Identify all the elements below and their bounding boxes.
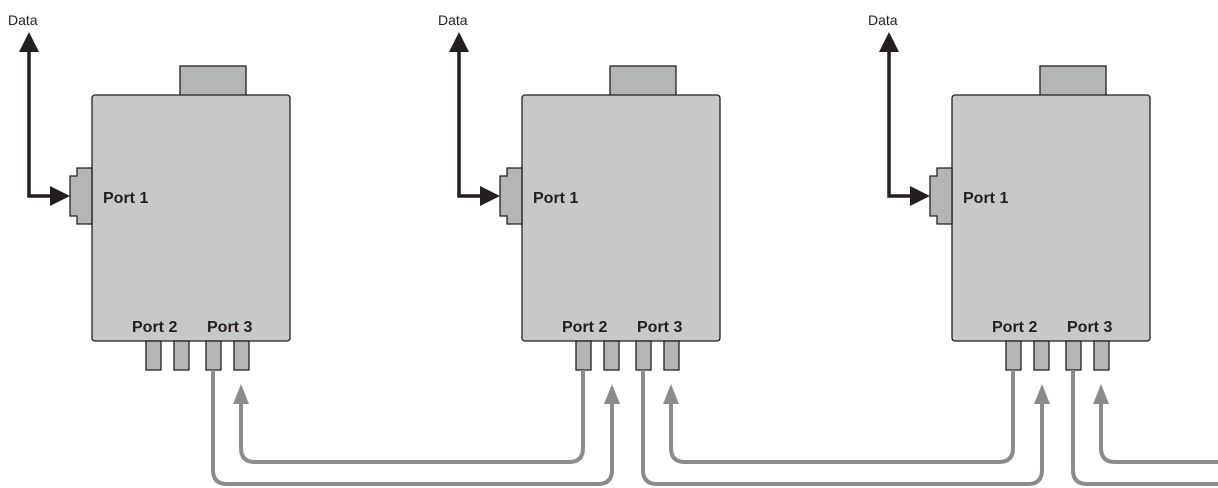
device-1-top-connector: [179, 65, 247, 97]
device-2-port-2-plug-b: [603, 340, 620, 371]
device-1-port-3-plug-b: [233, 340, 250, 371]
device-1-data-arrowhead-up: [19, 32, 39, 52]
device-2-port-1-connector: [499, 167, 523, 225]
cable-d2p2-to-d1p3-inner: [239, 370, 585, 464]
cable-d3p3-incoming: [1099, 402, 1218, 464]
device-1-body: [91, 94, 291, 342]
device-2-data-label: Data: [438, 12, 468, 28]
device-1-port-2-plug-a: [145, 340, 162, 371]
device-3-body: [951, 94, 1151, 342]
device-2-port-2-plug-a: [575, 340, 592, 371]
cable-d3p2-to-d2p3-inner-arrowhead: [663, 384, 679, 404]
device-3-data-arrowhead-right: [910, 186, 930, 206]
device-2-port-3-plug-b: [663, 340, 680, 371]
cable-d2p3-to-d3p2-outer-arrowhead: [1034, 384, 1050, 404]
device-3-port-2-plug-b: [1033, 340, 1050, 371]
cable-d3p2-to-d2p3-inner: [669, 370, 1015, 464]
device-2-top-connector: [609, 65, 677, 97]
device-3-port-1-connector: [929, 167, 953, 225]
device-3-data-label: Data: [868, 12, 898, 28]
device-3-port-3-plug-a: [1065, 340, 1082, 371]
device-3-port-2-label: Port 2: [992, 319, 1037, 336]
device-3-top-connector: [1039, 65, 1107, 97]
device-3-data-arrowhead-up: [879, 32, 899, 52]
device-2-port-2-label: Port 2: [562, 319, 607, 336]
device-3-port-2-plug-a: [1005, 340, 1022, 371]
device-1-port-1-connector: [69, 167, 93, 225]
device-2-data-arrowhead-right: [480, 186, 500, 206]
device-3-port-3-plug-b: [1093, 340, 1110, 371]
device-1-port-3-label: Port 3: [207, 319, 252, 336]
device-3-port-1-label: Port 1: [963, 190, 1008, 207]
device-3-port-3-label: Port 3: [1067, 319, 1112, 336]
device-1-port-2-label: Port 2: [132, 319, 177, 336]
device-2: Port 1 Port 2 Port 3 Data: [438, 12, 721, 371]
cable-d3p3-outgoing: [1071, 370, 1218, 486]
device-1-data-label: Data: [8, 12, 38, 28]
device-1: Port 1 Port 2 Port 3 Data: [8, 12, 291, 371]
cable-d2p2-to-d1p3-inner-arrowhead: [233, 384, 249, 404]
device-2-port-1-label: Port 1: [533, 190, 578, 207]
device-1-data-arrowhead-right: [50, 186, 70, 206]
device-2-data-arrowhead-up: [449, 32, 469, 52]
device-3: Port 1 Port 2 Port 3 Data: [868, 12, 1151, 371]
device-2-port-3-plug-a: [635, 340, 652, 371]
cable-d1p3-to-d2p2-outer: [211, 370, 614, 486]
device-2-port-3-label: Port 3: [637, 319, 682, 336]
device-1-port-2-plug-b: [173, 340, 190, 371]
cable-d2p3-to-d3p2-outer: [641, 370, 1044, 486]
cable-d3p3-incoming-arrowhead: [1093, 384, 1109, 404]
device-3-data-arrow: [887, 50, 912, 198]
device-2-body: [521, 94, 721, 342]
device-1-port-1-label: Port 1: [103, 190, 148, 207]
device-1-data-arrow: [27, 50, 52, 198]
cable-d1p3-to-d2p2-outer-arrowhead: [604, 384, 620, 404]
device-2-data-arrow: [457, 50, 482, 198]
device-1-port-3-plug-a: [205, 340, 222, 371]
